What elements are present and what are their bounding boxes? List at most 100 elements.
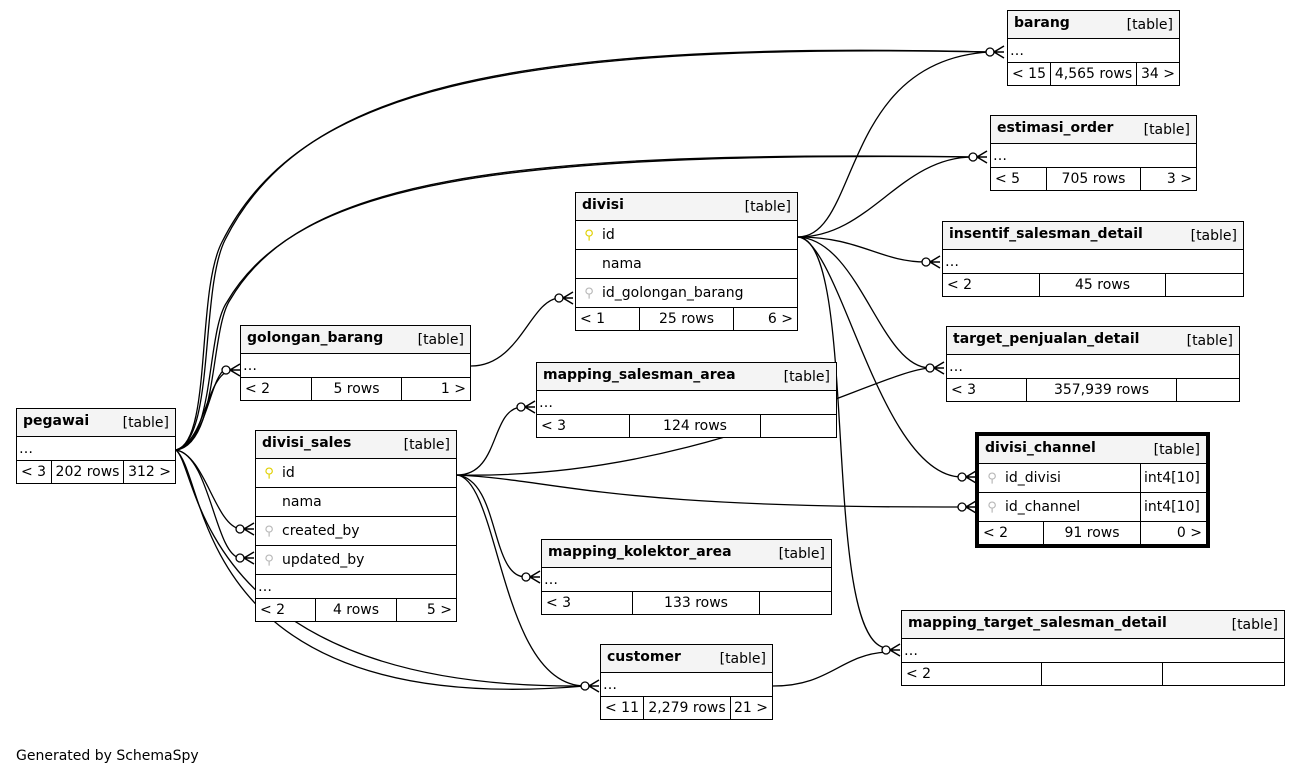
children-count[interactable]	[760, 592, 831, 614]
children-count[interactable]	[1177, 379, 1239, 401]
parents-count[interactable]: < 2	[906, 666, 932, 682]
table-name[interactable]: mapping_salesman_area	[543, 366, 736, 383]
column-ellipsis: …	[945, 253, 959, 270]
crows-foot-icon	[929, 255, 941, 269]
relationship-edge	[456, 406, 522, 476]
row-count: 202 rows	[51, 461, 124, 483]
row-count: 25 rows	[639, 308, 734, 330]
table-barang[interactable]: barang[table] … < 15 4,565 rows 34 >	[1007, 10, 1180, 86]
parents-count[interactable]: < 11	[605, 700, 639, 716]
children-count[interactable]: 21 >	[734, 700, 768, 716]
table-type: [table]	[1126, 16, 1173, 33]
children-count[interactable]	[761, 415, 836, 437]
crows-foot-icon	[524, 400, 536, 414]
table-type: [table]	[1186, 332, 1233, 349]
table-type: [table]	[1153, 441, 1200, 458]
children-count[interactable]: 34 >	[1141, 66, 1175, 82]
children-count[interactable]: 0 >	[1176, 525, 1202, 541]
parents-count[interactable]: < 15	[1012, 66, 1046, 82]
relationship-edge	[175, 371, 227, 451]
column-name: nama	[282, 494, 322, 510]
relationship-edge	[797, 236, 963, 478]
parents-count[interactable]: < 2	[245, 381, 271, 397]
relationship-edge	[175, 449, 241, 559]
column-name: id_channel	[1005, 499, 1081, 515]
column-name: updated_by	[282, 552, 365, 568]
parents-count[interactable]: < 3	[546, 595, 572, 611]
table-mapping-salesman-area[interactable]: mapping_salesman_area[table] … < 3 124 r…	[536, 362, 837, 438]
column-row: …	[17, 437, 175, 461]
table-divisi[interactable]: divisi[table] ⚲id ⚲nama ⚲id_golongan_bar…	[575, 192, 798, 331]
table-type: [table]	[1231, 616, 1278, 633]
zero-cardinality-icon	[957, 502, 967, 512]
column-row: …	[241, 354, 470, 378]
table-customer[interactable]: customer[table] … < 11 2,279 rows 21 >	[600, 644, 773, 720]
crows-foot-icon	[562, 291, 574, 305]
relationship-edge	[175, 367, 227, 451]
table-type: [table]	[744, 198, 791, 215]
parents-count[interactable]: < 5	[995, 171, 1021, 187]
table-name[interactable]: divisi_channel	[985, 439, 1096, 456]
table-name[interactable]: divisi	[582, 196, 624, 213]
parents-count[interactable]: < 3	[951, 382, 977, 398]
relationship-edge	[175, 155, 974, 451]
children-count[interactable]: 5 >	[426, 602, 452, 618]
table-insentif-salesman-detail[interactable]: insentif_salesman_detail [table] … < 2 45…	[942, 221, 1244, 297]
table-mapping-target-salesman-detail[interactable]: mapping_target_salesman_detail[table] … …	[901, 610, 1285, 686]
primary-key-icon: ⚲	[584, 227, 594, 243]
parents-count[interactable]: < 3	[21, 464, 47, 480]
table-name[interactable]: customer	[607, 648, 681, 665]
table-type: [table]	[1190, 227, 1237, 244]
parents-count[interactable]: < 1	[580, 311, 606, 327]
table-estimasi-order[interactable]: estimasi_order[table] … < 5 705 rows 3 >	[990, 115, 1197, 191]
table-name[interactable]: insentif_salesman_detail	[949, 225, 1143, 242]
table-name[interactable]: golongan_barang	[247, 329, 384, 346]
relationship-edge	[456, 474, 586, 687]
column-row: …	[1008, 39, 1179, 63]
row-count: 357,939 rows	[1026, 379, 1177, 401]
children-count[interactable]	[1163, 663, 1284, 685]
column-row: …	[542, 568, 831, 592]
column-row: ⚲id	[576, 221, 797, 250]
table-footer: < 2 5 rows 1 >	[241, 378, 470, 400]
children-count[interactable]: 312 >	[128, 464, 171, 480]
table-footer: < 1 25 rows 6 >	[576, 308, 797, 330]
table-name[interactable]: barang	[1014, 14, 1070, 31]
table-target-penjualan-detail[interactable]: target_penjualan_detail [table] … < 3 357…	[946, 326, 1240, 402]
parents-count[interactable]: < 3	[541, 418, 567, 434]
children-count[interactable]: 1 >	[440, 381, 466, 397]
table-name[interactable]: mapping_target_salesman_detail	[908, 614, 1167, 631]
table-name[interactable]: estimasi_order	[997, 119, 1114, 136]
crows-foot-icon	[588, 679, 600, 693]
table-divisi-sales[interactable]: divisi_sales[table] ⚲id ⚲nama ⚲created_b…	[255, 430, 457, 622]
zero-cardinality-icon	[985, 47, 995, 57]
table-type: [table]	[719, 650, 766, 667]
crows-foot-icon	[965, 500, 977, 514]
relationship-edge	[797, 236, 927, 263]
table-name[interactable]: mapping_kolektor_area	[548, 543, 732, 560]
column-row: …	[943, 250, 1243, 274]
crows-foot-icon	[889, 643, 901, 657]
parents-count[interactable]: < 2	[983, 525, 1009, 541]
table-name[interactable]: divisi_sales	[262, 434, 352, 451]
children-count[interactable]: 3 >	[1166, 171, 1192, 187]
relationship-edge	[470, 297, 560, 367]
table-name[interactable]: target_penjualan_detail	[953, 330, 1140, 347]
relationship-edge	[797, 236, 931, 369]
row-count: 45 rows	[1039, 274, 1166, 296]
table-name[interactable]: pegawai	[23, 412, 90, 429]
parents-count[interactable]: < 2	[260, 602, 286, 618]
column-ellipsis: …	[949, 358, 963, 375]
relationship-edge	[175, 449, 241, 530]
parents-count[interactable]: < 2	[947, 277, 973, 293]
table-footer: < 3 357,939 rows	[947, 379, 1239, 401]
table-mapping-kolektor-area[interactable]: mapping_kolektor_area[table] … < 3 133 r…	[541, 539, 832, 615]
generated-by-footer: Generated by SchemaSpy	[16, 748, 199, 764]
children-count[interactable]	[1166, 274, 1243, 296]
primary-key-icon: ⚲	[264, 465, 274, 481]
table-golongan-barang[interactable]: golongan_barang[table] … < 2 5 rows 1 >	[240, 325, 471, 401]
children-count[interactable]: 6 >	[767, 311, 793, 327]
table-pegawai[interactable]: pegawai[table] … < 3 202 rows 312 >	[16, 408, 176, 484]
